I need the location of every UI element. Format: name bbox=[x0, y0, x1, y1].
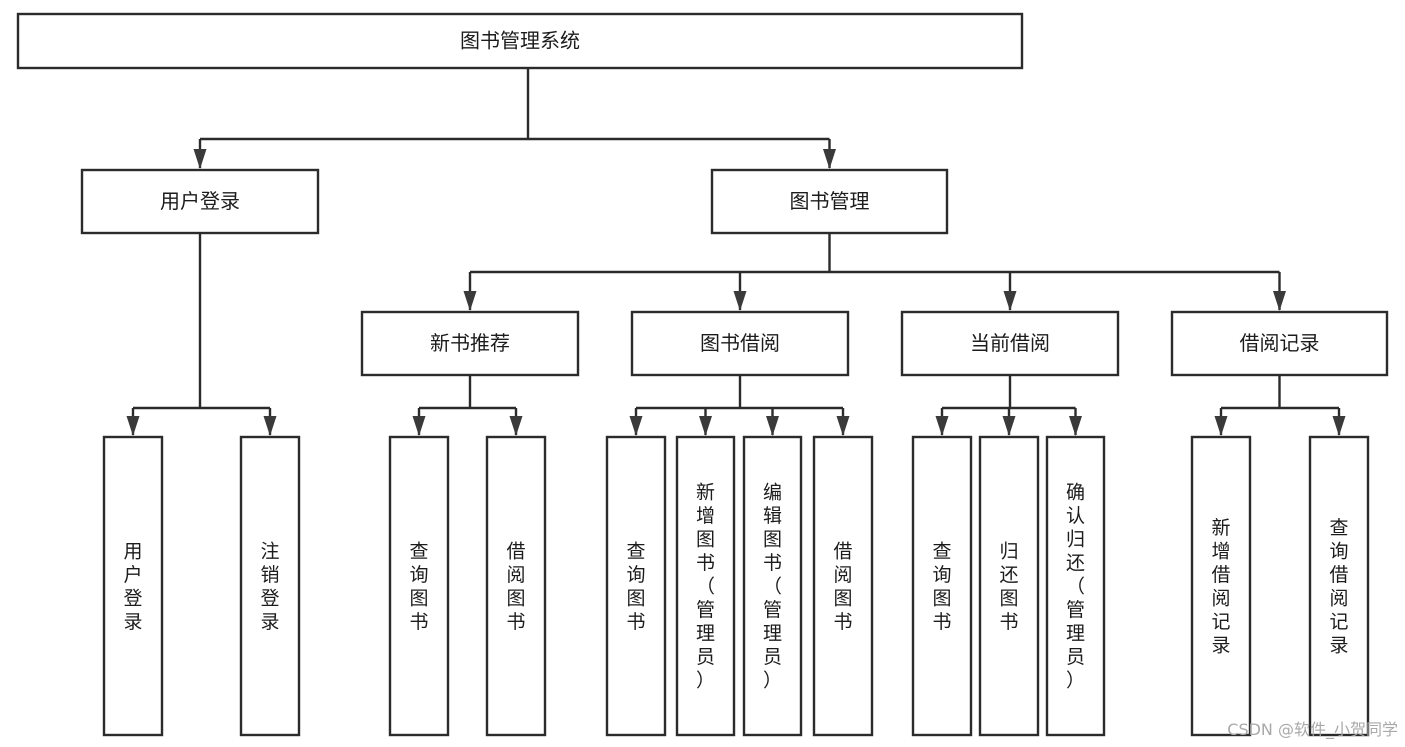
node-root[interactable]: 图书管理系统 bbox=[16, 12, 1024, 70]
node-leaf-query-borrow-record[interactable]: 查询借阅记录 bbox=[1308, 435, 1370, 737]
node-leaf-logout-login-box[interactable] bbox=[239, 435, 301, 737]
node-leaf-query-book-borrow-box[interactable] bbox=[605, 435, 667, 737]
node-leaf-query-book-current[interactable]: 查询图书 bbox=[911, 435, 973, 737]
node-leaf-query-book-recommend-box[interactable] bbox=[388, 435, 450, 737]
node-current-borrow[interactable]: 当前借阅 bbox=[900, 310, 1120, 377]
node-leaf-return-book-label: 归还图书 bbox=[999, 540, 1018, 633]
node-book-borrow[interactable]: 图书借阅 bbox=[630, 310, 850, 377]
node-new-book-recommend-label: 新书推荐 bbox=[430, 331, 510, 355]
node-book-management[interactable]: 图书管理 bbox=[710, 168, 949, 235]
node-current-borrow-box[interactable] bbox=[900, 310, 1120, 377]
node-user-login[interactable]: 用户登录 bbox=[80, 168, 320, 235]
node-leaf-confirm-return-admin-label: 确认归还（管理员） bbox=[1066, 482, 1085, 692]
node-user-login-label: 用户登录 bbox=[160, 189, 240, 213]
node-leaf-add-borrow-record-label: 新增借阅记录 bbox=[1211, 517, 1230, 657]
arrow-head-icon bbox=[126, 416, 140, 436]
node-leaf-add-book-admin[interactable]: 新增图书（管理员） bbox=[675, 435, 736, 737]
node-root-box[interactable] bbox=[16, 12, 1024, 70]
arrow-head-icon bbox=[733, 291, 747, 311]
arrow-head-icon bbox=[629, 416, 643, 436]
arrow-head-icon bbox=[1069, 416, 1082, 436]
node-leaf-user-login-label: 用户登录 bbox=[123, 540, 142, 633]
node-book-management-box[interactable] bbox=[710, 168, 949, 235]
node-leaf-logout-login[interactable]: 注销登录 bbox=[239, 435, 301, 737]
node-new-book-recommend[interactable]: 新书推荐 bbox=[360, 310, 580, 377]
node-leaf-query-borrow-record-label: 查询借阅记录 bbox=[1329, 517, 1348, 657]
arrow-head-icon bbox=[935, 416, 949, 436]
node-leaf-borrow-book-recommend[interactable]: 借阅图书 bbox=[485, 435, 547, 737]
arrow-head-icon bbox=[836, 416, 850, 436]
node-book-management-label: 图书管理 bbox=[790, 189, 870, 213]
node-leaf-logout-login-label: 注销登录 bbox=[260, 540, 279, 633]
node-book-borrow-box[interactable] bbox=[630, 310, 850, 377]
arrow-head-icon bbox=[699, 416, 712, 436]
node-leaf-edit-book-admin-box[interactable] bbox=[742, 435, 803, 737]
node-new-book-recommend-box[interactable] bbox=[360, 310, 580, 377]
node-leaf-add-book-admin-box[interactable] bbox=[675, 435, 736, 737]
node-borrow-record[interactable]: 借阅记录 bbox=[1170, 310, 1389, 377]
node-leaf-query-book-borrow-label: 查询图书 bbox=[626, 540, 645, 633]
arrow-head-icon bbox=[823, 149, 836, 169]
arrow-head-icon bbox=[1332, 416, 1346, 436]
node-leaf-query-book-recommend[interactable]: 查询图书 bbox=[388, 435, 450, 737]
arrow-head-icon bbox=[412, 416, 426, 436]
connectors-layer bbox=[126, 68, 1346, 436]
node-current-borrow-label: 当前借阅 bbox=[970, 331, 1050, 355]
arrow-head-icon bbox=[263, 416, 277, 436]
node-leaf-user-login[interactable]: 用户登录 bbox=[102, 435, 164, 737]
node-leaf-query-book-recommend-label: 查询图书 bbox=[409, 540, 428, 633]
node-leaf-add-book-admin-label: 新增图书（管理员） bbox=[696, 482, 715, 692]
node-leaf-return-book[interactable]: 归还图书 bbox=[978, 435, 1040, 737]
arrow-head-icon bbox=[1273, 291, 1286, 311]
node-leaf-borrow-book-recommend-label: 借阅图书 bbox=[506, 540, 525, 633]
node-book-borrow-label: 图书借阅 bbox=[700, 331, 780, 355]
node-leaf-borrow-book-recommend-box[interactable] bbox=[485, 435, 547, 737]
node-leaf-query-book-current-label: 查询图书 bbox=[932, 540, 951, 633]
node-borrow-record-label: 借阅记录 bbox=[1240, 331, 1320, 355]
arrow-head-icon bbox=[1003, 291, 1017, 311]
node-leaf-borrow-book[interactable]: 借阅图书 bbox=[812, 435, 874, 737]
arrow-head-icon bbox=[463, 291, 477, 311]
node-leaf-edit-book-admin[interactable]: 编辑图书（管理员） bbox=[742, 435, 803, 737]
node-leaf-add-borrow-record[interactable]: 新增借阅记录 bbox=[1190, 435, 1252, 737]
node-borrow-record-box[interactable] bbox=[1170, 310, 1389, 377]
csdn-watermark: CSDN @软件_小贺同学 bbox=[1227, 720, 1398, 740]
node-leaf-confirm-return-admin-box[interactable] bbox=[1045, 435, 1106, 737]
arrow-head-icon bbox=[193, 149, 207, 169]
arrow-head-icon bbox=[766, 416, 779, 436]
node-leaf-edit-book-admin-label: 编辑图书（管理员） bbox=[763, 482, 782, 692]
node-user-login-box[interactable] bbox=[80, 168, 320, 235]
nodes-layer: 图书管理系统用户登录图书管理新书推荐图书借阅当前借阅借阅记录用户登录注销登录查询… bbox=[16, 12, 1389, 737]
arrow-head-icon bbox=[509, 416, 523, 436]
node-leaf-confirm-return-admin[interactable]: 确认归还（管理员） bbox=[1045, 435, 1106, 737]
node-leaf-query-book-borrow[interactable]: 查询图书 bbox=[605, 435, 667, 737]
node-leaf-return-book-box[interactable] bbox=[978, 435, 1040, 737]
arrow-head-icon bbox=[1214, 416, 1228, 436]
node-leaf-query-borrow-record-box[interactable] bbox=[1308, 435, 1370, 737]
node-leaf-user-login-box[interactable] bbox=[102, 435, 164, 737]
arrow-head-icon bbox=[1002, 416, 1016, 436]
node-leaf-query-book-current-box[interactable] bbox=[911, 435, 973, 737]
node-leaf-borrow-book-label: 借阅图书 bbox=[833, 540, 852, 633]
node-leaf-borrow-book-box[interactable] bbox=[812, 435, 874, 737]
node-leaf-add-borrow-record-box[interactable] bbox=[1190, 435, 1252, 737]
node-root-label: 图书管理系统 bbox=[460, 29, 580, 53]
